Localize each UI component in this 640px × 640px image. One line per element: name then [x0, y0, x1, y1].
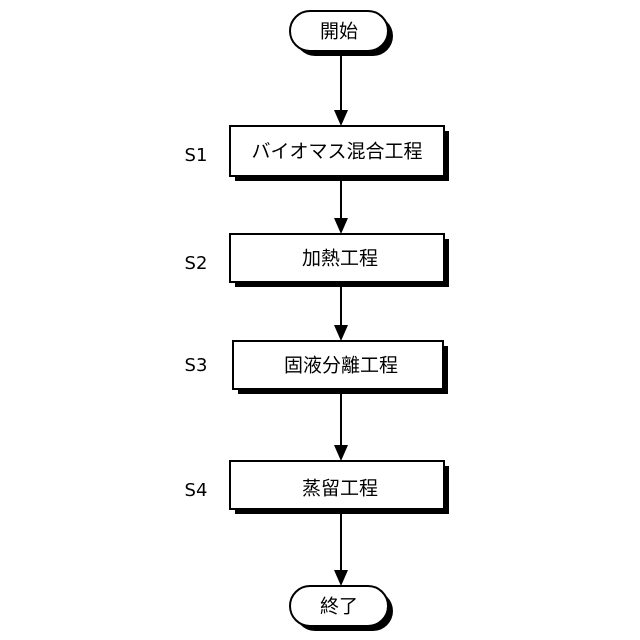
step-s1-label: バイオマス混合工程 — [251, 141, 422, 163]
step-s2: S2 加熱工程 — [185, 234, 449, 287]
start-label: 開始 — [320, 21, 358, 43]
step-s1: S1 バイオマス混合工程 — [185, 126, 449, 181]
step-s3: S3 固液分離工程 — [185, 341, 448, 394]
start-terminal: 開始 — [290, 11, 393, 56]
step-s4-label: 蒸留工程 — [302, 478, 378, 500]
end-label: 終了 — [320, 596, 358, 618]
end-terminal: 終了 — [290, 586, 393, 631]
step-s4-id: S4 — [185, 480, 208, 501]
step-s3-id: S3 — [185, 355, 208, 376]
step-s3-label: 固液分離工程 — [284, 355, 398, 377]
connector-s2-s3 — [334, 282, 348, 341]
step-s2-label: 加熱工程 — [302, 248, 378, 270]
step-s1-id: S1 — [185, 145, 208, 166]
connector-s3-s4 — [334, 389, 348, 461]
step-s2-id: S2 — [185, 253, 208, 274]
connector-start-s1 — [334, 51, 348, 126]
connector-s1-s2 — [334, 176, 348, 234]
step-s4: S4 蒸留工程 — [185, 461, 449, 514]
connector-s4-end — [334, 509, 348, 586]
